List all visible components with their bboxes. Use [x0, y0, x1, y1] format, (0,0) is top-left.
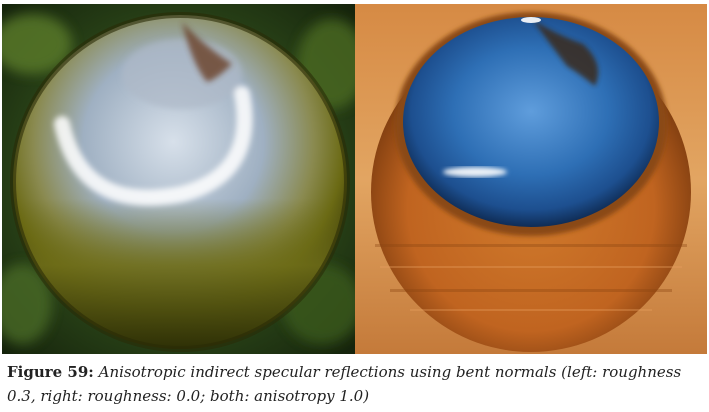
figure-label: Figure 59: — [7, 363, 94, 381]
figure-caption: Figure 59: Anisotropic indirect specular… — [7, 360, 707, 408]
left-render-image — [2, 4, 355, 354]
right-render-image — [355, 4, 707, 354]
figure-caption-text: Anisotropic indirect specular reflection… — [7, 363, 682, 405]
